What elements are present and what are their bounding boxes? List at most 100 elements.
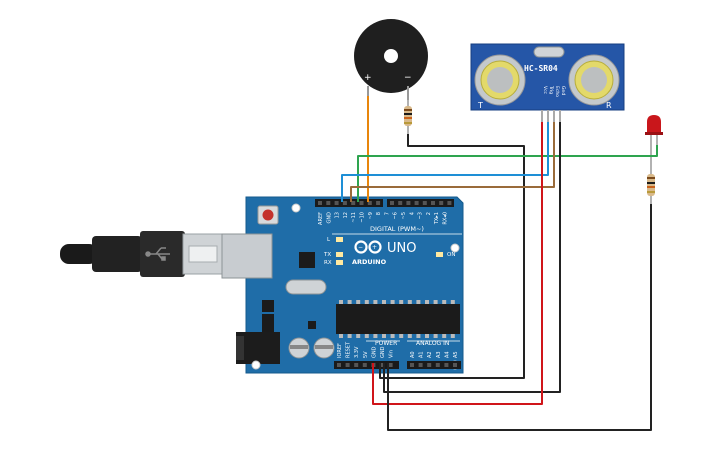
analog-pin-label: A0 [410, 351, 416, 358]
sensor-r-mark: R [606, 101, 612, 110]
header-pin-hole[interactable] [362, 363, 367, 367]
digital-pin-label: ~6 [393, 212, 399, 219]
sensor-pin-label: Echo [554, 86, 560, 97]
digital-pin-label: TX▸1 [434, 212, 440, 225]
piezo-buzzer[interactable]: + − [354, 19, 428, 100]
digital-pin-label: ~11 [351, 212, 357, 223]
header-pin-hole[interactable] [318, 201, 322, 205]
arduino-logo-icon [354, 240, 382, 254]
led-l-label: L [327, 237, 331, 243]
wires [341, 96, 658, 431]
digital-pin-label: ~9 [368, 212, 374, 219]
header-pin-hole[interactable] [418, 363, 423, 367]
analog-header-label: ANALOG IN [416, 340, 449, 347]
header-pin-hole[interactable] [390, 201, 394, 205]
analog-header [407, 361, 461, 369]
on-label: ON [447, 252, 455, 258]
analog-pin-label: A4 [444, 351, 450, 358]
red-led[interactable] [645, 115, 663, 148]
digital-pin-label: GND [326, 212, 332, 224]
led-tx-label: TX [323, 252, 331, 258]
header-pin-hole[interactable] [439, 201, 444, 205]
header-pin-hole[interactable] [431, 201, 435, 205]
wire-buzzer-ground[interactable] [379, 134, 525, 379]
wire-led-signal[interactable] [357, 145, 658, 202]
digital-header-right [387, 199, 454, 207]
power-pin-label: GND [380, 346, 386, 358]
digital-pin-label: AREF [318, 212, 324, 225]
digital-pin-label: 4 [409, 212, 415, 215]
header-pin-hole[interactable] [435, 363, 440, 367]
header-pin-hole[interactable] [359, 201, 364, 205]
usb-cable [60, 231, 224, 277]
header-pin-hole[interactable] [427, 363, 432, 367]
digital-header-label: DIGITAL (PWM~) [370, 225, 424, 233]
header-pin-hole[interactable] [453, 363, 457, 367]
header-pin-hole[interactable] [380, 363, 384, 367]
sensor-pin-label: Gnd [560, 86, 566, 95]
analog-pin-label: A3 [436, 351, 442, 358]
wire-led-ground[interactable] [387, 204, 652, 431]
digital-pin-label: 8 [376, 212, 382, 215]
usb-socket [221, 233, 273, 279]
resistor-led[interactable] [647, 148, 655, 204]
analog-pin-label: A1 [419, 351, 425, 358]
digital-pin-label: 12 [343, 212, 349, 218]
power-pin-label: IOREF [337, 343, 343, 358]
wire-sensor-ground[interactable] [383, 122, 561, 393]
atmega-microcontroller [336, 300, 460, 338]
svg-text:+: + [372, 244, 377, 251]
usb-chip [299, 252, 315, 268]
header-pin-hole[interactable] [422, 201, 427, 205]
header-pin-hole[interactable] [414, 201, 419, 205]
wire-vcc[interactable] [372, 122, 543, 405]
digital-pin-label: ~5 [401, 212, 407, 219]
transducer-left [474, 54, 526, 106]
power-pin-label: 5V [363, 351, 369, 358]
header-pin-hole[interactable] [444, 363, 449, 367]
buzzer-minus-label: − [404, 73, 412, 83]
buzzer-plus-label: + [364, 73, 372, 83]
header-pin-hole[interactable] [406, 201, 411, 205]
power-header-label: POWER [375, 340, 397, 347]
crystal-oscillator [285, 279, 327, 295]
digital-pin-label: ~3 [418, 212, 424, 219]
header-pin-hole[interactable] [447, 201, 452, 205]
digital-header-left [315, 199, 383, 207]
svg-text:−: − [358, 244, 363, 251]
wire-trig[interactable] [341, 122, 549, 202]
header-pin-hole[interactable] [354, 363, 359, 367]
power-pin-label: GND [371, 346, 377, 358]
board-model-label: UNO [387, 241, 416, 256]
sensor-t-mark: T [477, 101, 483, 110]
wire-echo[interactable] [350, 122, 555, 202]
power-pin-label: 3.3V [354, 346, 360, 358]
digital-pin-label: RX◂0 [443, 212, 449, 225]
header-pin-hole[interactable] [345, 363, 350, 367]
arduino-uno-board[interactable]: L TX RX ON DIGITAL (PWM~) − + ARDUINO UN… [221, 196, 464, 374]
header-pin-hole[interactable] [367, 201, 372, 205]
digital-pin-label: 13 [335, 212, 341, 218]
arduino-logo-text: ARDUINO [352, 258, 387, 266]
header-pin-hole[interactable] [398, 201, 403, 205]
digital-pin-label: 2 [426, 212, 432, 215]
header-pin-hole[interactable] [334, 201, 339, 205]
header-pin-hole[interactable] [388, 363, 393, 367]
header-pin-hole[interactable] [337, 363, 341, 367]
header-pin-hole[interactable] [351, 201, 356, 205]
header-pin-hole[interactable] [376, 201, 381, 205]
sensor-pin-label: Trig [548, 85, 554, 94]
resistor-buzzer[interactable] [404, 100, 412, 134]
header-pin-hole[interactable] [342, 201, 347, 205]
analog-pin-label: A2 [427, 351, 433, 358]
header-pin-hole[interactable] [326, 201, 331, 205]
sensor-crystal [533, 46, 565, 58]
header-pin-hole[interactable] [410, 363, 414, 367]
power-pin-label: Vin [389, 350, 395, 358]
led-rx-label: RX [324, 260, 332, 266]
digital-pin-label: ~10 [360, 212, 366, 223]
analog-pin-label: A5 [453, 351, 459, 358]
sensor-pin-label: Vcc [542, 86, 548, 95]
